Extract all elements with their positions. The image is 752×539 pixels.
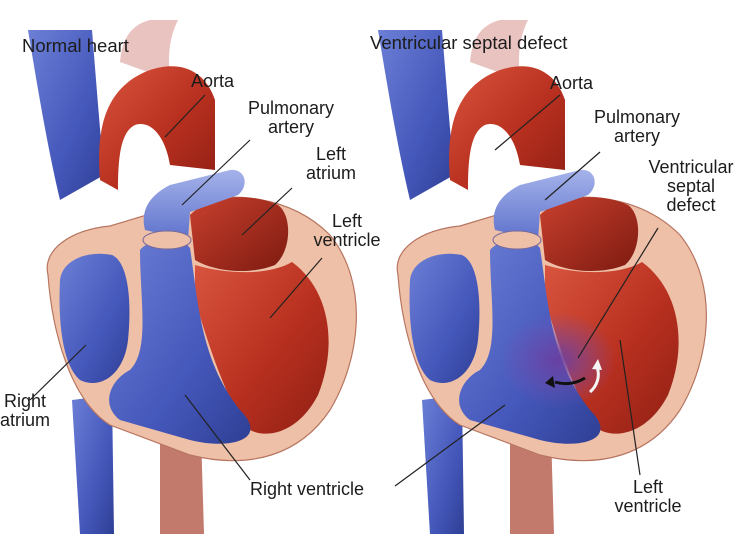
normal-right-ventricle	[109, 239, 251, 444]
normal-left-atrium-line1: Left	[315, 144, 347, 164]
normal-left-atrium-line2: atrium	[305, 163, 356, 183]
vsd-mixed-blood	[500, 312, 616, 408]
normal-right-atrium-label: Right atrium	[0, 392, 62, 430]
leader-vsd-right-ventricle	[394, 404, 506, 487]
normal-pulmonary-artery-line1: Pulmonary	[247, 98, 335, 118]
vsd-defect-line3: defect	[666, 195, 716, 215]
normal-right-atrium-line1: Right	[4, 391, 47, 411]
leader-normal-left-ventricle	[269, 257, 323, 319]
normal-left-ventricle-line2: ventricle	[313, 230, 381, 250]
vsd-aorta	[449, 66, 565, 190]
vsd-right-atrium	[409, 253, 480, 384]
vsd-left-ventricle-line1: Left	[632, 477, 664, 497]
leader-vsd-defect	[577, 227, 659, 359]
normal-left-atrium	[190, 197, 289, 272]
vsd-heart	[378, 20, 707, 534]
normal-aorta-label: Aorta	[191, 71, 235, 91]
normal-superior-vena-cava	[28, 30, 104, 200]
normal-left-ventricle-line1: Left	[331, 211, 363, 231]
vsd-flow-arrowhead-up	[592, 359, 602, 370]
leader-vsd-pulmonary-artery	[544, 151, 601, 201]
vsd-left-atrium	[540, 197, 639, 272]
leader-normal-right-atrium	[29, 344, 87, 401]
normal-pulmonary-artery-label: Pulmonary artery	[232, 99, 350, 137]
normal-right-atrium-line2: atrium	[0, 410, 51, 430]
vsd-defect-line2: septal	[666, 176, 716, 196]
vsd-flow-arrowhead-left	[545, 376, 555, 388]
normal-heart	[28, 20, 357, 534]
leader-normal-aorta	[164, 94, 206, 138]
vsd-upper-vessel	[470, 20, 528, 80]
normal-left-ventricle-label: Left ventricle	[300, 212, 394, 250]
leader-vsd-left-ventricle	[619, 339, 641, 476]
vsd-pulmonary-artery	[493, 169, 595, 240]
normal-pulmonary-valve	[142, 230, 192, 250]
normal-aorta	[99, 66, 215, 190]
vsd-defect-line1: Ventricular	[648, 157, 734, 177]
vsd-inferior-vena-cava	[422, 395, 464, 534]
vsd-pulmonary-artery-line1: Pulmonary	[593, 107, 681, 127]
vsd-aorta-label: Aorta	[550, 73, 594, 93]
leader-normal-pulmonary-artery	[181, 139, 251, 206]
label-leader-lines	[29, 94, 659, 487]
right-ventricle-label: Right ventricle	[250, 479, 365, 499]
vsd-pulmonary-valve	[492, 230, 542, 250]
normal-upper-vessel	[120, 20, 178, 80]
vsd-title: Ventricular septal defect	[370, 32, 568, 53]
normal-heart-title: Normal heart	[22, 35, 129, 56]
leader-vsd-aorta	[494, 94, 561, 151]
vsd-pulmonary-artery-label: Pulmonary artery	[578, 108, 696, 146]
normal-left-atrium-label: Left atrium	[296, 145, 366, 183]
vsd-left-ventricle-label: Left ventricle	[600, 478, 696, 516]
vsd-defect-label: Ventricular septal defect	[632, 158, 750, 215]
vsd-left-ventricle-line2: ventricle	[614, 496, 682, 516]
vsd-superior-vena-cava	[378, 30, 454, 200]
leader-normal-left-atrium	[241, 187, 293, 236]
normal-inferior-vena-cava	[72, 395, 114, 534]
normal-pulmonary-artery-line2: artery	[267, 117, 314, 137]
vsd-pulmonary-artery-line2: artery	[613, 126, 660, 146]
normal-right-atrium	[59, 253, 130, 384]
normal-pulmonary-artery	[143, 169, 245, 240]
normal-left-ventricle	[195, 262, 329, 434]
vsd-flow-arrow-left	[554, 376, 586, 386]
leader-normal-right-ventricle	[184, 394, 251, 481]
